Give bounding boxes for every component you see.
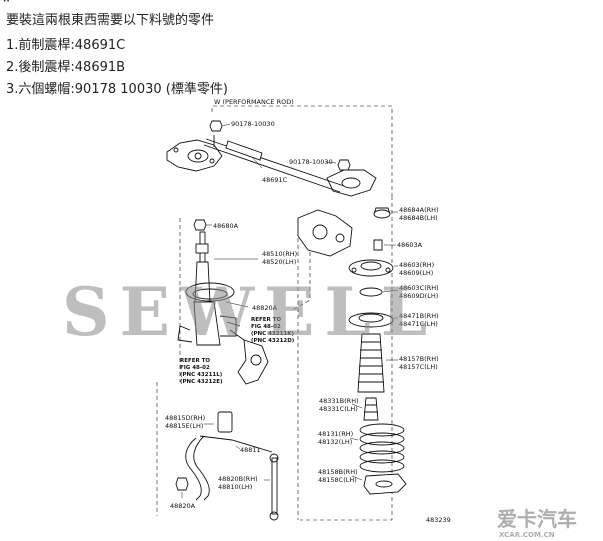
bolt-icon bbox=[373, 239, 383, 251]
xcar-logo: 爱卡汽车 XCAR.COM.CN bbox=[497, 507, 577, 539]
label-nut-right: 90178-10030 bbox=[289, 158, 333, 166]
label-refer1-a: REFER TO bbox=[251, 317, 281, 323]
strut-group: 48680A 48510(RH) 48520(LH) 48820A REFER … bbox=[156, 218, 311, 516]
lower-seat-icon bbox=[363, 473, 407, 495]
label-bracket-b: 48820A bbox=[170, 502, 196, 510]
label-spring-lh: 48132(LH) bbox=[318, 438, 352, 446]
label-mount-lh: 48609(LH) bbox=[399, 269, 433, 277]
stabilizer-bar-icon bbox=[185, 435, 273, 501]
stabilizer-group: 48815D(RH) 48815E(LH) 48811 48820B(RH) 4… bbox=[165, 411, 279, 521]
label-bush-lh: 48815E(LH) bbox=[165, 422, 203, 430]
nut-right-icon bbox=[337, 159, 351, 171]
label-cap-lh: 48684B(LH) bbox=[399, 214, 438, 222]
label-bump-rh: 48331B(RH) bbox=[319, 397, 359, 405]
label-seat-rh: 48471B(RH) bbox=[399, 312, 439, 320]
label-link-lh: 48810(LH) bbox=[218, 483, 252, 491]
label-refer2-a: REFER TO bbox=[180, 358, 210, 364]
tower-mount-left bbox=[166, 139, 223, 172]
cap-icon bbox=[373, 209, 391, 219]
bearing-icon bbox=[359, 287, 383, 297]
label-cap-rh: 48684A(RH) bbox=[399, 206, 439, 214]
coil-spring-icon bbox=[359, 423, 405, 473]
strut-nut-icon bbox=[193, 219, 207, 231]
label-refer2-d: (PNC 43212E) bbox=[180, 379, 223, 385]
label-bear-lh: 48609D(LH) bbox=[399, 292, 438, 300]
label-mount-rh: 48603(RH) bbox=[399, 261, 434, 269]
label-bracket: 48820A bbox=[252, 304, 278, 312]
corner-mark: ·· bbox=[3, 0, 10, 7]
sewell-watermark: SEWELL bbox=[62, 273, 437, 351]
spring-stack-group: 48684A(RH) 48684B(LH) 48603A 48603(RH) 4… bbox=[297, 196, 451, 524]
label-spring-rh: 48131(RH) bbox=[318, 430, 353, 438]
svg-text:XCAR.COM.CN: XCAR.COM.CN bbox=[499, 531, 555, 539]
stabilizer-link-icon bbox=[271, 457, 278, 515]
label-nut-top: 90178-10030 bbox=[231, 120, 275, 128]
post-text-intro: 要裝這兩根東西需要以下料號的零件 bbox=[6, 13, 215, 28]
post-text-rear-rod: 2.後制震桿:48691B bbox=[6, 60, 126, 75]
svg-text:爱卡汽车: 爱卡汽车 bbox=[497, 507, 577, 531]
tower-housing-icon bbox=[297, 209, 353, 257]
label-refer1-d: (PNC 43212D) bbox=[251, 338, 295, 344]
label-boot-lh: 48157C(LH) bbox=[399, 363, 438, 371]
label-bump-lh: 48331C(LH) bbox=[319, 405, 358, 413]
label-seat-lh: 48471C(LH) bbox=[399, 320, 438, 328]
dust-boot-icon bbox=[357, 333, 385, 393]
label-strut-rh: 48510(RH) bbox=[262, 250, 297, 258]
nut-top-icon bbox=[209, 120, 223, 132]
label-strut-nut: 48680A bbox=[213, 222, 239, 230]
figure-number: 483239 bbox=[426, 516, 451, 524]
label-link-rh: 48820B(RH) bbox=[218, 475, 258, 483]
label-lseat-rh: 48158B(RH) bbox=[318, 468, 358, 476]
label-stab: 48811 bbox=[240, 446, 261, 454]
knuckle-icon bbox=[237, 339, 269, 385]
performance-rod-group: W (PERFORMANCE ROD) 90178-10030 90178-10… bbox=[166, 98, 393, 197]
post-text-nuts: 3.六個螺帽:90178 10030 (標準零件) bbox=[6, 82, 228, 97]
label-rod: 48691C bbox=[262, 176, 288, 184]
bump-stop-icon bbox=[363, 397, 379, 421]
upper-mount-icon bbox=[348, 259, 394, 277]
label-bear-rh: 48603C(RH) bbox=[399, 284, 439, 292]
label-refer1-c: (PNC 43211K) bbox=[251, 331, 294, 337]
label-refer1-b: FIG 48-02 bbox=[251, 324, 281, 330]
label-refer2-c: (PNC 43211L) bbox=[180, 372, 223, 378]
header-label: W (PERFORMANCE ROD) bbox=[214, 98, 294, 106]
label-lseat-lh: 48158C(LH) bbox=[318, 476, 357, 484]
label-bush-rh: 48815D(RH) bbox=[165, 414, 205, 422]
post-text-front-rod: 1.前制震桿:48691C bbox=[6, 38, 126, 53]
label-refer2-b: FIG 48-02 bbox=[180, 365, 210, 371]
label-boot-rh: 48157B(RH) bbox=[399, 355, 439, 363]
label-strut-lh: 48520(LH) bbox=[262, 258, 296, 266]
label-bolt: 48603A bbox=[397, 241, 423, 249]
